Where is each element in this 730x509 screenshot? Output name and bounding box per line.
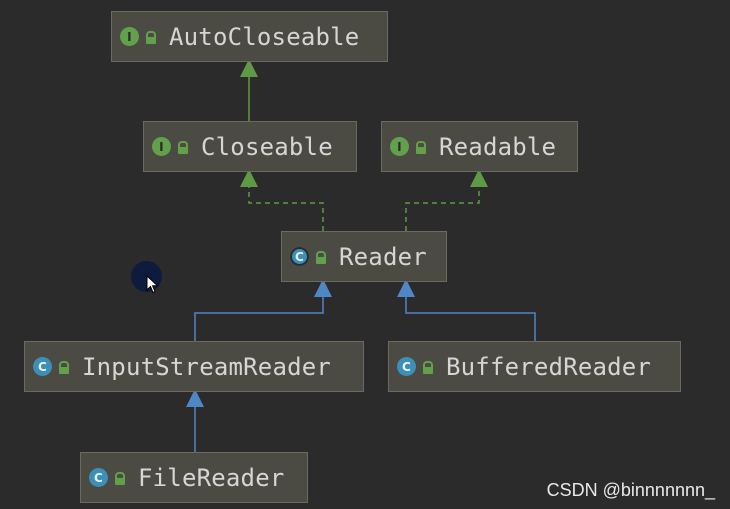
interface-icon: I [120,27,139,46]
public-access-icon [175,139,189,155]
class-icon: C [33,357,52,376]
public-access-icon [313,249,327,265]
node-closeable[interactable]: I Closeable [143,121,357,172]
node-readable[interactable]: I Readable [381,121,578,172]
node-label: Closeable [201,132,333,161]
public-access-icon [112,470,126,486]
edge-reader-closeable [240,169,324,231]
node-label: BufferedReader [446,352,652,381]
class-icon: C [397,357,416,376]
node-label: AutoCloseable [169,22,360,51]
node-autocloseable[interactable]: I AutoCloseable [111,11,388,62]
node-label: Reader [339,242,427,271]
edge-bufferedreader-reader [397,279,536,341]
abstract-class-icon: C [290,247,309,266]
node-bufferedreader[interactable]: C BufferedReader [388,341,681,392]
interface-icon: I [152,137,171,156]
edge-reader-readable [405,169,488,231]
public-access-icon [413,139,427,155]
node-label: InputStreamReader [82,352,332,381]
node-inputstreamreader[interactable]: C InputStreamReader [24,341,364,392]
mouse-pointer-icon [146,275,159,294]
public-access-icon [420,359,434,375]
public-access-icon [143,29,157,45]
watermark-text: CSDN @binnnnnnn_ [546,480,715,500]
public-access-icon [56,359,70,375]
edge-inputstreamreader-reader [194,279,332,341]
class-icon: C [89,468,108,487]
node-label: Readable [439,132,557,161]
node-label: FileReader [138,463,285,492]
node-reader[interactable]: C Reader [281,231,447,282]
interface-icon: I [390,137,409,156]
node-filereader[interactable]: C FileReader [80,452,308,503]
